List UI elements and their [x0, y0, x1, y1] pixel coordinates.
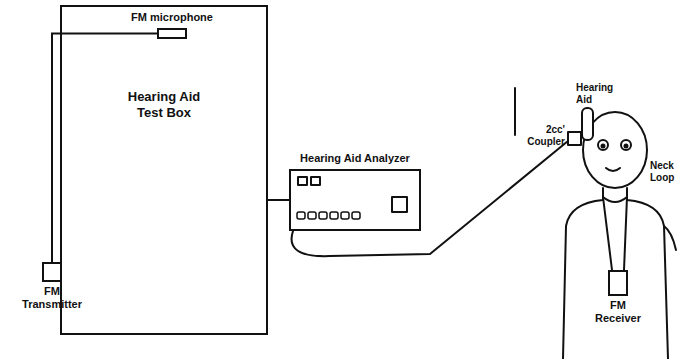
- node-label: FM Receiver: [588, 299, 648, 325]
- torso: [563, 188, 603, 359]
- hearing-aid-analyzer: Hearing Aid Analyzer: [280, 152, 430, 231]
- pupil: [602, 145, 605, 148]
- fm-receiver: FM Receiver: [588, 270, 648, 325]
- fm-transmitter: FM Transmitter: [17, 262, 87, 311]
- coupler: [568, 132, 581, 145]
- node-label: FM Transmitter: [17, 285, 87, 311]
- fm-microphone: FM microphone: [107, 11, 237, 39]
- eye: [621, 140, 631, 150]
- test-box: Hearing Aid Test Box FM microphone: [60, 5, 268, 335]
- node-label: Hearing Aid Analyzer: [280, 152, 430, 165]
- analyzer-keys: [297, 212, 360, 219]
- wire: [268, 199, 289, 201]
- part-label: 2cc' Coupler: [519, 124, 565, 148]
- part-label: Hearing Aid: [576, 82, 620, 106]
- hearing-aid: [582, 108, 593, 140]
- fm-microphone-outline: [157, 28, 187, 39]
- analyzer-button: [311, 177, 320, 185]
- label-holder: FM Receiver: [588, 299, 648, 325]
- analyzer-display: [392, 197, 407, 212]
- eye: [598, 140, 608, 150]
- hearing-aid-analyzer-outline: [289, 169, 421, 231]
- neck-loop: [603, 197, 627, 202]
- fm-transmitter-outline: [42, 262, 62, 282]
- mouth: [606, 168, 620, 171]
- pupil: [625, 145, 628, 148]
- analyzer-button: [298, 177, 307, 185]
- fm-receiver-outline: [608, 270, 628, 296]
- arm: [664, 226, 676, 250]
- node-label: FM microphone: [107, 11, 237, 24]
- label-holder: FM Transmitter: [17, 285, 87, 311]
- sketch-stroke: [514, 88, 516, 135]
- label-holder: FM microphone: [107, 11, 237, 24]
- part-label: Neck Loop: [650, 160, 694, 184]
- label-holder: Hearing Aid Analyzer: [280, 152, 430, 165]
- node-label: Hearing Aid Test Box: [114, 89, 214, 121]
- wire: [52, 34, 157, 263]
- neck-loop: [603, 197, 627, 270]
- torso: [627, 188, 668, 359]
